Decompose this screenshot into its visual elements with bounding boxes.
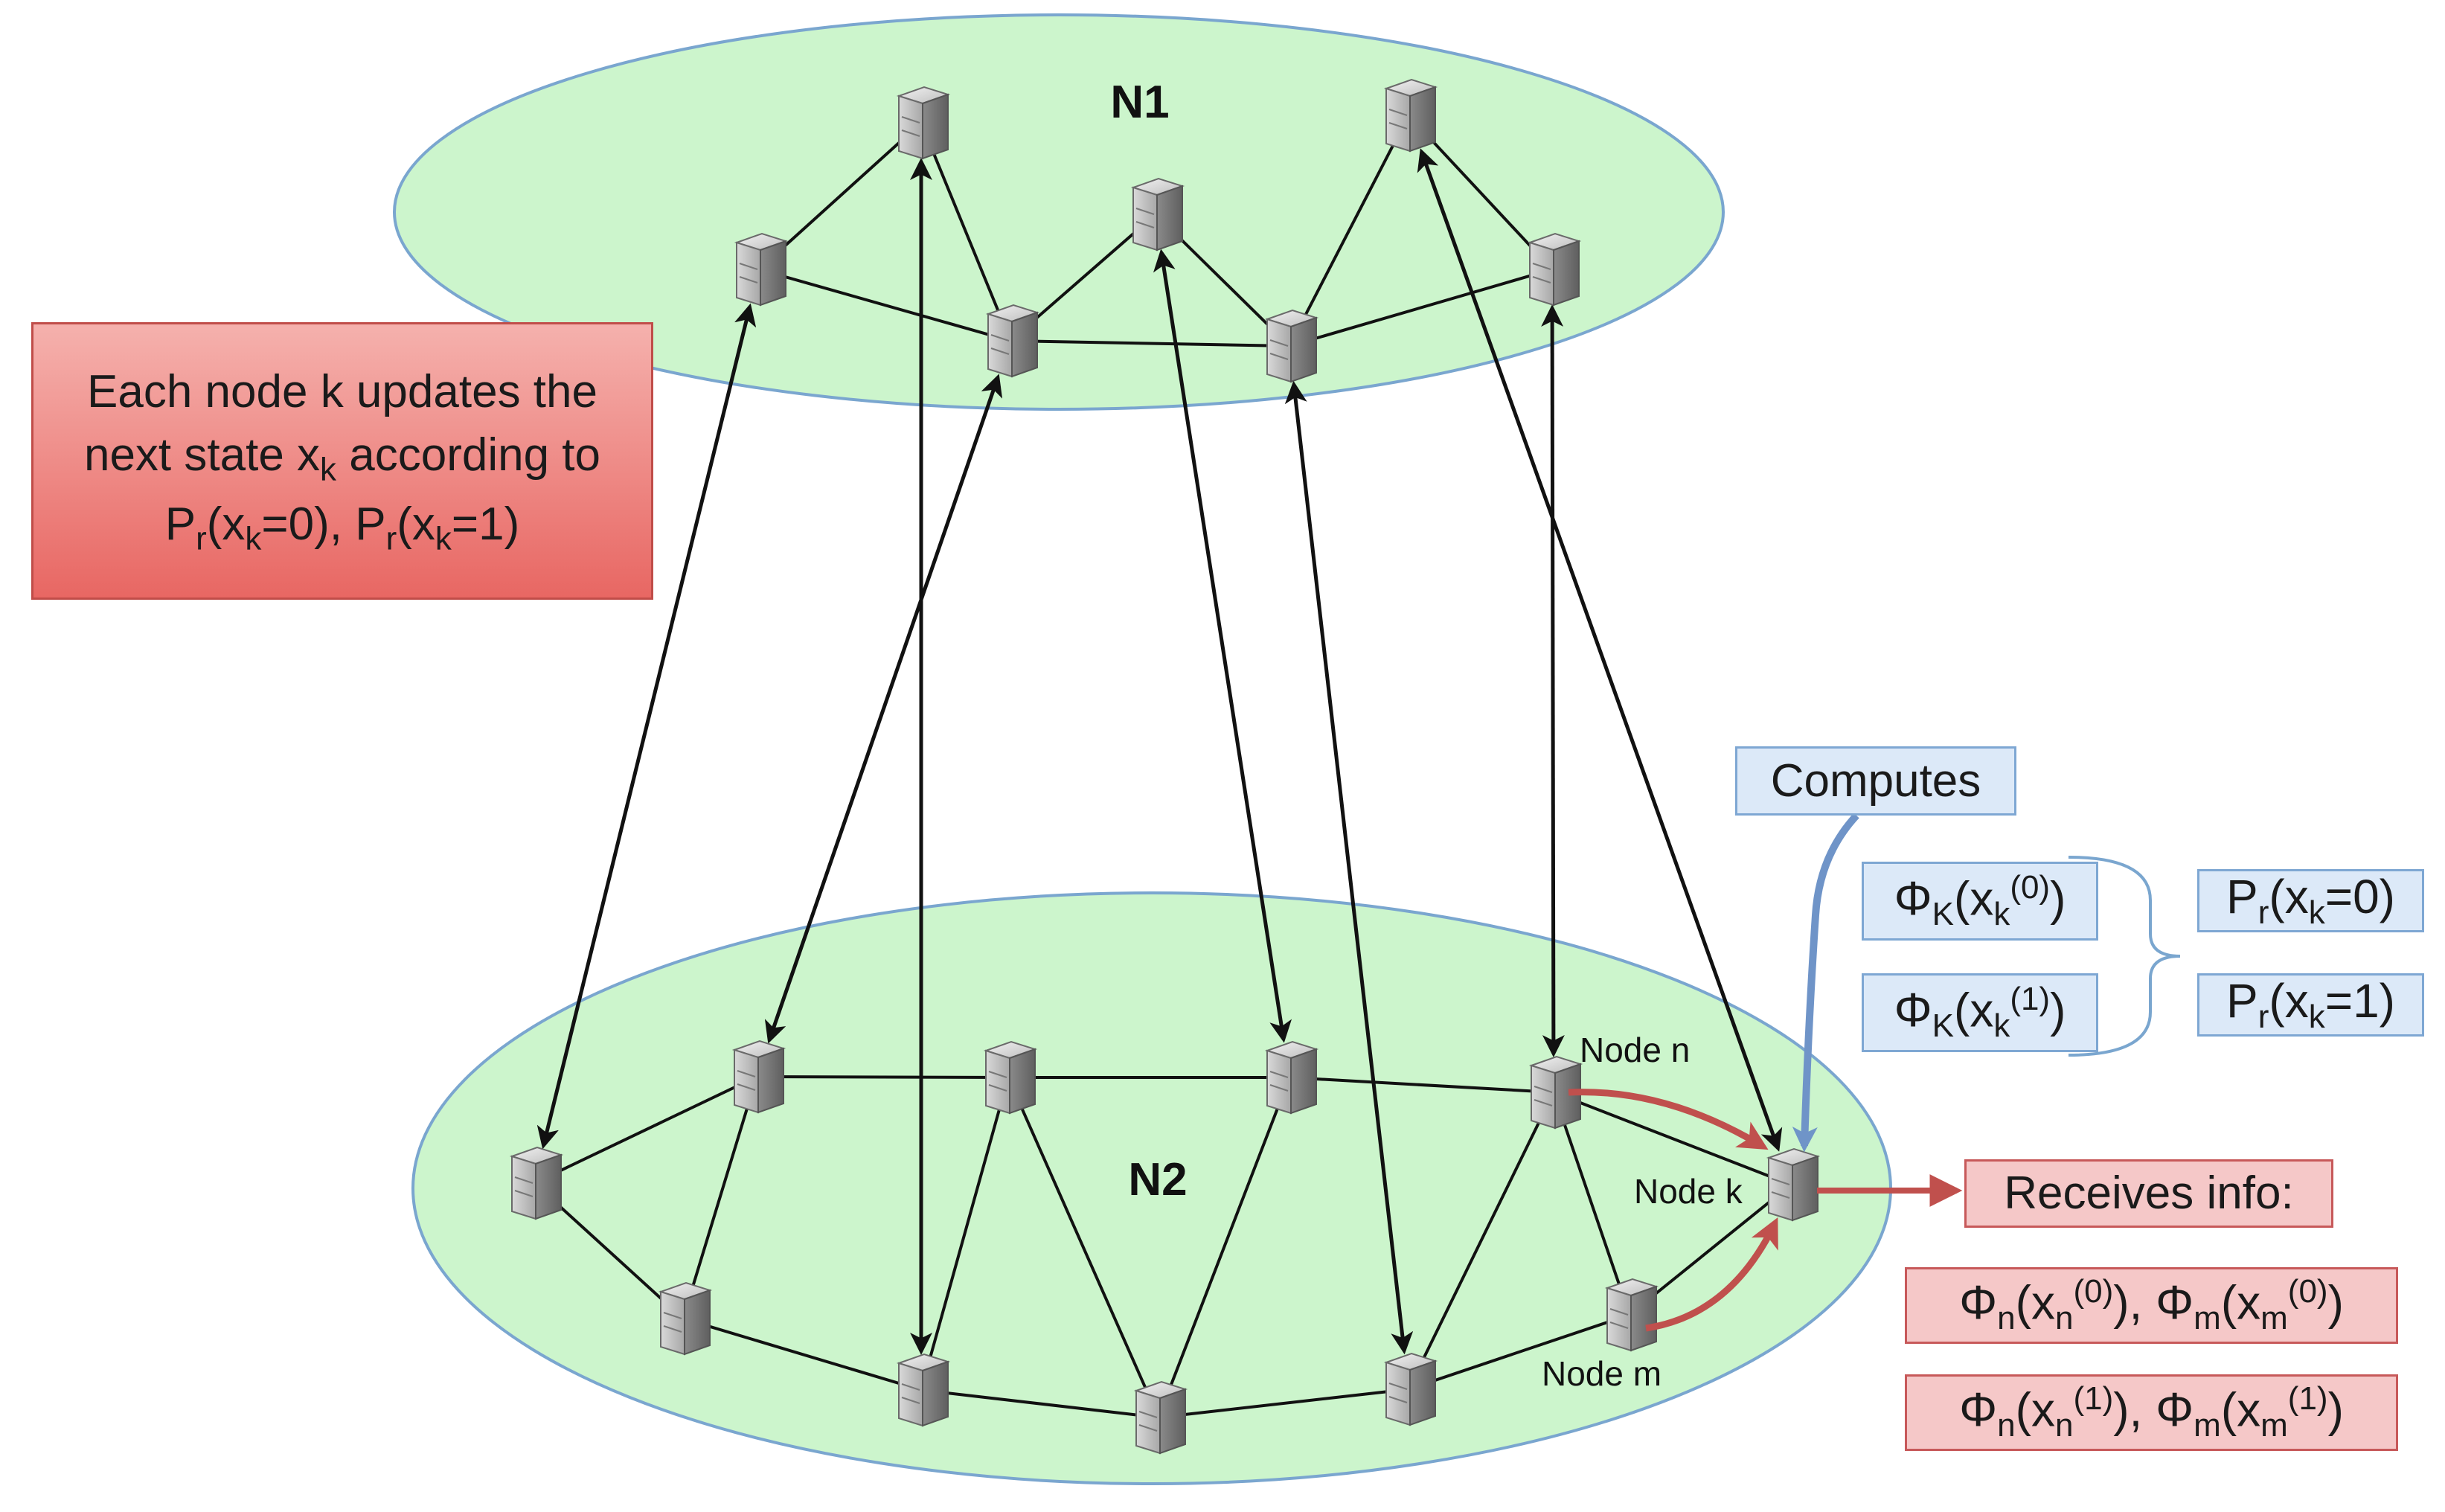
edge (682, 1317, 922, 1391)
server-icon (1528, 1055, 1583, 1130)
network-n2-label: N2 (1128, 1154, 1187, 1205)
edge (1157, 1077, 1291, 1418)
phi-k-0: ΦK(xk(0)) (1894, 868, 2066, 933)
update-rule-line2: next state xk according to (83, 429, 601, 488)
phi-k-1: ΦK(xk(1)) (1894, 980, 2066, 1045)
server-icon (896, 1353, 951, 1427)
receives-row-1-box: Φn(xn(1)), Φm(xm(1)) (1905, 1374, 2398, 1451)
edge (1408, 1313, 1630, 1391)
receives-label: Receives info: (2004, 1167, 2294, 1219)
server-icon (658, 1281, 713, 1356)
edge (1288, 115, 1410, 347)
computes-label: Computes (1770, 755, 1981, 807)
server-icon (1133, 1380, 1188, 1455)
inter-network-arrow (1284, 380, 1414, 1355)
network-nodes (509, 78, 1821, 1455)
pr-k-1-box: Pr(xk=1) (2197, 973, 2424, 1037)
server-icon (1766, 1147, 1821, 1222)
server-icon (731, 1040, 786, 1114)
inter-network-arrow (1541, 304, 1565, 1058)
receives-row-1: Φn(xn(1)), Φm(xm(1)) (1959, 1380, 2344, 1444)
node-n-label: Node n (1580, 1031, 1690, 1069)
edge (1007, 1077, 1160, 1418)
edge (1158, 1388, 1409, 1419)
server-icon (1383, 78, 1438, 153)
inter-network-arrow (1417, 148, 1783, 1152)
server-icon (1130, 177, 1185, 252)
server-icon (734, 232, 789, 307)
brace-icon (2068, 856, 2181, 1057)
receives-box: Receives info: (1964, 1159, 2333, 1228)
server-icon (985, 304, 1040, 378)
edge (920, 1388, 1159, 1419)
node-k-label: Node k (1634, 1172, 1743, 1211)
pr-k-1: Pr(xk=1) (2226, 973, 2395, 1035)
computes-box: Computes (1735, 746, 2016, 816)
inter-network-arrow (764, 374, 1003, 1044)
receives-row-0-box: Φn(xn(0)), Φm(xm(0)) (1905, 1267, 2398, 1344)
server-icon (1527, 232, 1582, 307)
server-icon (1264, 1040, 1319, 1115)
inter-network-arrow (536, 303, 757, 1150)
edge (758, 268, 1011, 342)
info-arrow-from-node-m (1645, 1217, 1778, 1332)
pr-k-0: Pr(xk=0) (2226, 869, 2395, 931)
server-icon (983, 1040, 1038, 1115)
phi-k-0-box: ΦK(xk(0)) (1862, 862, 2098, 941)
inter-network-arrow (1153, 249, 1292, 1043)
network-n1-label: N1 (1110, 77, 1169, 128)
server-icon (1604, 1278, 1659, 1352)
inter-network-arrows (536, 148, 1783, 1355)
computes-arrow (1792, 813, 1859, 1153)
edge (920, 1077, 1010, 1391)
node-m-label: Node m (1542, 1354, 1661, 1393)
receives-row-0: Φn(xn(0)), Φm(xm(0)) (1959, 1273, 2344, 1337)
server-icon (1383, 1352, 1438, 1426)
update-rule-line3: Pr(xk=0), Pr(xk=1) (164, 499, 520, 557)
info-arrow-from-node-n (1568, 1089, 1769, 1150)
edge (920, 122, 1012, 342)
server-icon (896, 86, 951, 160)
server-icon (1264, 309, 1319, 383)
update-rule-line1: Each node k updates the (87, 365, 597, 417)
server-icon (509, 1146, 564, 1220)
update-rule-box: Each node k updates the next state xk ac… (31, 322, 653, 600)
phi-k-1-box: ΦK(xk(1)) (1862, 973, 2098, 1052)
pr-k-0-box: Pr(xk=0) (2197, 869, 2424, 932)
update-rule-text: Each node k updates the next state xk ac… (84, 360, 600, 563)
